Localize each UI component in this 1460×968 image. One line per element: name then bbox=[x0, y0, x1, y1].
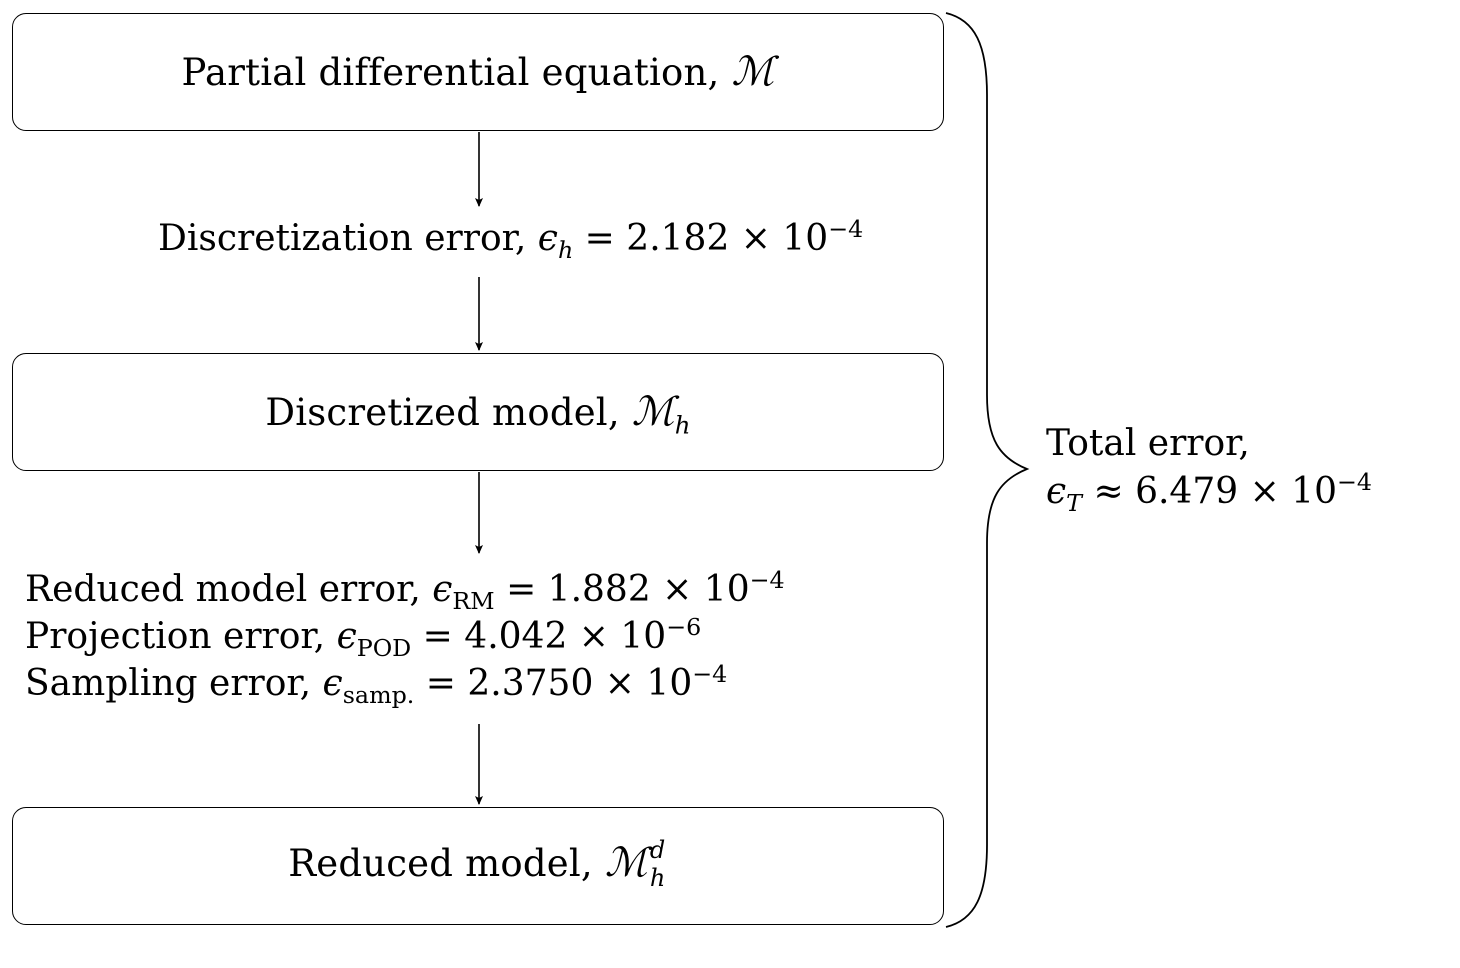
discretized-model-text: Discretized model, bbox=[265, 391, 632, 434]
total-error-value: ≈ 6.479 × 10 bbox=[1082, 471, 1337, 512]
sampling-error: Sampling error, ϵsamp. = 2.3750 × 10−4 bbox=[25, 660, 785, 707]
reduced-model-error-symbol: ϵ bbox=[432, 569, 453, 610]
projection-error-text: Projection error, bbox=[25, 616, 337, 657]
pde-box: Partial differential equation, ℳ bbox=[12, 13, 944, 131]
pde-label: Partial differential equation, ℳ bbox=[182, 49, 775, 95]
discretization-error-symbol: ϵ bbox=[537, 218, 558, 259]
discretization-error: Discretization error, ϵh = 2.182 × 10−4 bbox=[158, 215, 864, 262]
total-error-title: Total error, bbox=[1046, 423, 1250, 464]
total-error-exponent: −4 bbox=[1337, 468, 1373, 496]
projection-error-subscript: POD bbox=[356, 634, 412, 663]
reduced-model-error: Reduced model error, ϵRM = 1.882 × 10−4 bbox=[25, 566, 785, 613]
projection-error: Projection error, ϵPOD = 4.042 × 10−6 bbox=[25, 613, 785, 660]
total-error: Total error, ϵT ≈ 6.479 × 10−4 bbox=[1046, 420, 1372, 516]
total-error-subscript: T bbox=[1066, 489, 1083, 518]
discretization-error-value: = 2.182 × 10 bbox=[573, 218, 829, 259]
reduced-model-error-value: = 1.882 × 10 bbox=[494, 569, 750, 610]
total-error-symbol: ϵ bbox=[1046, 471, 1067, 512]
discretization-error-subscript: h bbox=[557, 236, 574, 265]
projection-error-exponent: −6 bbox=[666, 613, 702, 641]
reduced-model-superscript: d bbox=[649, 835, 666, 864]
reduced-error-group: Reduced model error, ϵRM = 1.882 × 10−4 … bbox=[25, 566, 785, 707]
sampling-error-exponent: −4 bbox=[692, 660, 728, 688]
sampling-error-subscript: samp. bbox=[342, 681, 415, 710]
discretized-model-symbol: ℳ bbox=[631, 389, 675, 435]
reduced-model-symbol: ℳ bbox=[604, 840, 648, 887]
discretization-error-text: Discretization error, bbox=[158, 218, 538, 259]
discretized-model-subscript: h bbox=[674, 410, 691, 440]
total-error-brace bbox=[945, 12, 1030, 928]
pde-text: Partial differential equation, bbox=[181, 51, 732, 94]
discretized-model-box: Discretized model, ℳh bbox=[12, 353, 944, 471]
reduced-model-error-text: Reduced model error, bbox=[25, 569, 433, 610]
reduced-model-text: Reduced model, bbox=[288, 842, 605, 886]
reduced-model-error-subscript: RM bbox=[452, 587, 495, 616]
discretization-error-exponent: −4 bbox=[828, 215, 864, 243]
total-error-formula: ϵT ≈ 6.479 × 10−4 bbox=[1046, 468, 1372, 516]
projection-error-value: = 4.042 × 10 bbox=[411, 616, 667, 657]
reduced-model-error-exponent: −4 bbox=[749, 566, 785, 594]
pde-symbol: ℳ bbox=[731, 49, 775, 95]
sampling-error-text: Sampling error, bbox=[25, 663, 323, 704]
reduced-model-subscript: h bbox=[649, 863, 666, 892]
discretized-model-label: Discretized model, ℳh bbox=[265, 389, 690, 437]
projection-error-symbol: ϵ bbox=[336, 616, 357, 657]
sampling-error-symbol: ϵ bbox=[322, 663, 343, 704]
sampling-error-value: = 2.3750 × 10 bbox=[414, 663, 693, 704]
